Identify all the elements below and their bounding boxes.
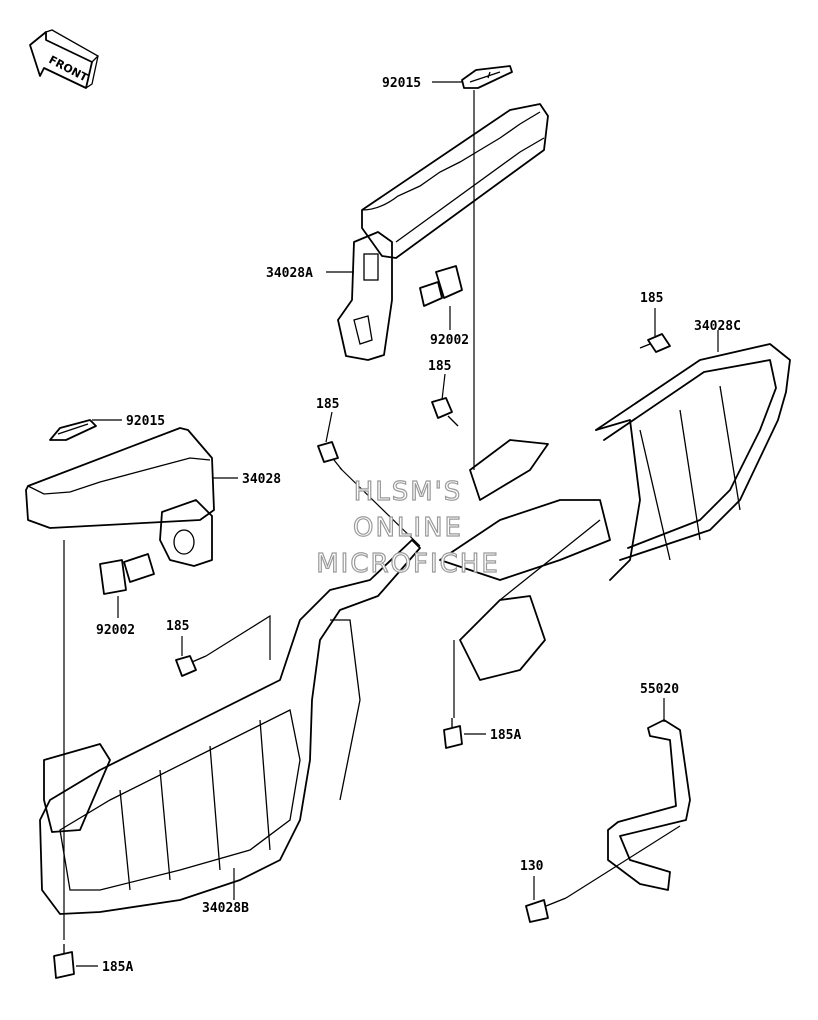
callout-185A-bottom: 185A (102, 960, 133, 975)
callout-34028C: 34028C (694, 319, 741, 334)
guard-34028B (39, 539, 421, 915)
footrest-34028 (25, 419, 215, 567)
callout-34028: 34028 (242, 472, 281, 487)
bolt-185-a (639, 333, 671, 353)
callout-185A-mid: 185A (490, 728, 521, 743)
guard-34028C (439, 343, 791, 681)
callout-185-b: 185 (428, 359, 451, 374)
bracket-55020 (607, 719, 691, 891)
callout-185-d: 185 (166, 619, 189, 634)
watermark: HLSM'S ONLINE MICROFICHE (316, 476, 500, 579)
callout-55020: 55020 (640, 682, 679, 697)
bolt-185-d (175, 655, 207, 677)
bolt-92002-left (99, 553, 155, 595)
leader-lines (63, 81, 719, 967)
bolt-185A-mid (443, 718, 463, 749)
watermark-line-3: MICROFICHE (316, 549, 500, 579)
bolt-92002-top (419, 265, 463, 307)
callout-185-c: 185 (316, 397, 339, 412)
watermark-line-1: HLSM'S (354, 477, 463, 507)
callout-185-a: 185 (640, 291, 663, 306)
callout-34028A: 34028A (266, 266, 313, 281)
bolt-185-c (317, 441, 343, 471)
callout-92015-left: 92015 (126, 414, 165, 429)
bolt-185-b (431, 397, 459, 427)
callout-92002-left: 92002 (96, 623, 135, 638)
bolt-130 (525, 897, 567, 923)
watermark-line-2: ONLINE (353, 513, 463, 543)
bolt-185A-bottom (53, 944, 75, 979)
footrest-34028A (337, 65, 549, 361)
callout-130: 130 (520, 859, 544, 874)
callout-labels: 92015 34028A 92002 185 34028C 185 185 92… (96, 76, 741, 975)
front-arrow-icon: FRONT (29, 29, 100, 89)
callout-92002-top: 92002 (430, 333, 469, 348)
callout-92015-top: 92015 (382, 76, 421, 91)
callout-34028B: 34028B (202, 901, 249, 916)
